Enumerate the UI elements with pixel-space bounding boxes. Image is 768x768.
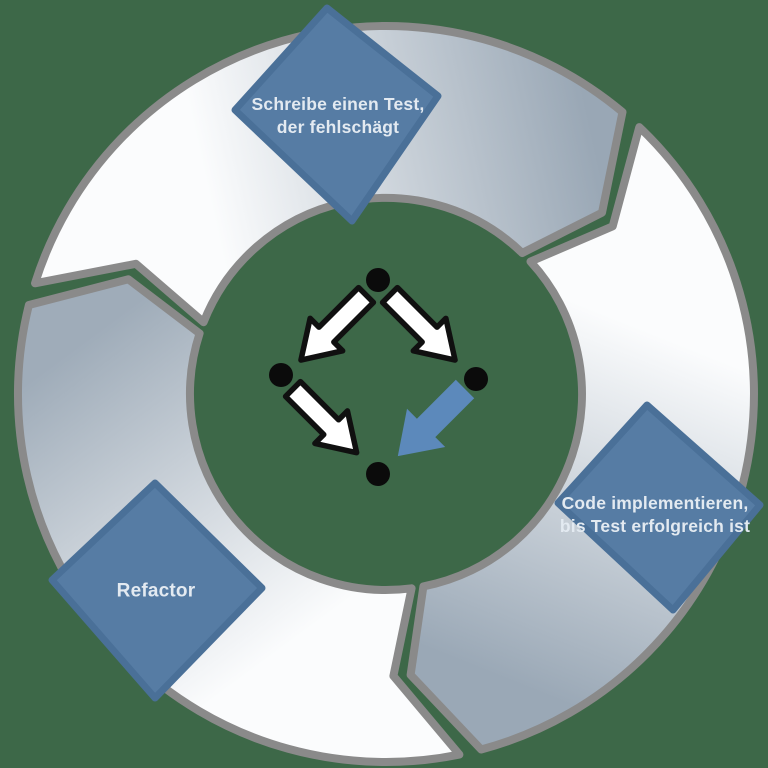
- step-label-line: Code implementieren,: [561, 492, 749, 513]
- step-diamond-write-failing-test: [231, 4, 442, 225]
- cycle-dot-top-icon: [366, 268, 390, 292]
- step-label-line: Schreibe einen Test,: [251, 93, 425, 114]
- arrow-down-left-icon: [298, 284, 377, 363]
- cycle-dot-left-icon: [269, 363, 293, 387]
- step-label-write-failing-test: Schreibe einen Test, der fehlschägt: [252, 93, 425, 139]
- step-diamond-refactor: [48, 479, 266, 702]
- step-label-implement-code: Code implementieren, bis Test erfolgreic…: [560, 492, 750, 538]
- cycle-dot-bottom-icon: [366, 462, 390, 486]
- step-diamonds: [48, 4, 764, 702]
- arrow-left-to-bottom-icon: [282, 378, 360, 456]
- step-label-line: bis Test erfolgreich ist: [559, 516, 751, 536]
- tdd-mini-cycle-icon: [269, 268, 488, 486]
- step-diamond-implement-code: [554, 401, 764, 614]
- step-label-refactor: Refactor: [117, 578, 196, 603]
- arrow-down-right-icon: [379, 284, 458, 363]
- step-label-line: Refactor: [116, 580, 196, 602]
- cycle-dot-right-icon: [464, 367, 488, 391]
- arrow-blue-right-to-bottom-icon: [397, 379, 475, 457]
- step-label-line: der fehlschägt: [276, 117, 400, 137]
